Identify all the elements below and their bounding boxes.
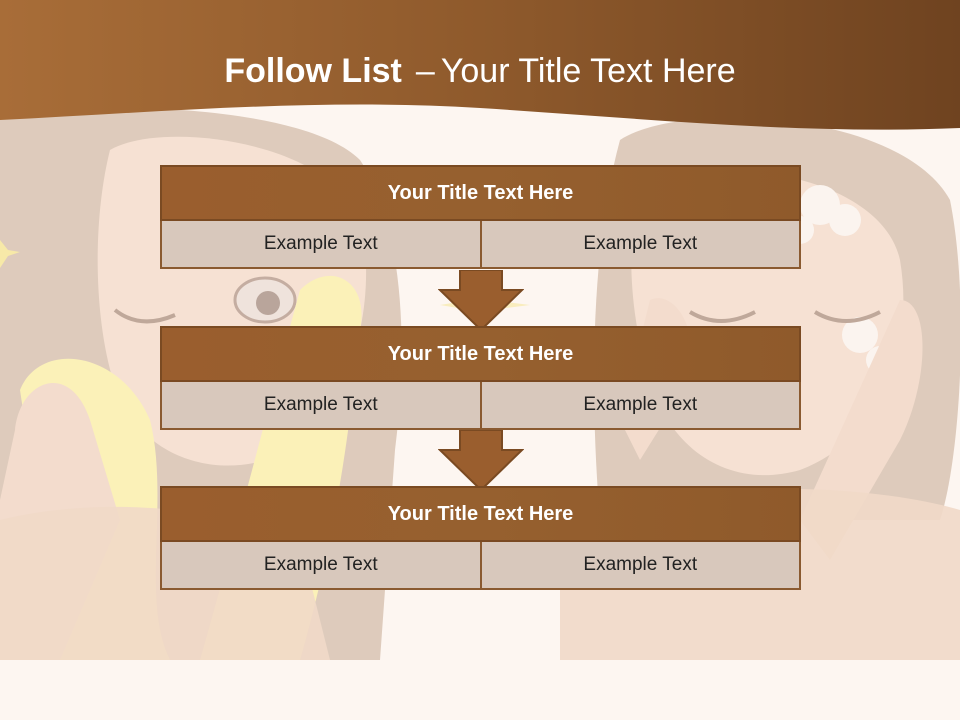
list-block-2: Your Title Text Here Example Text Exampl… (160, 326, 801, 430)
down-arrow-icon (438, 430, 524, 492)
block-title: Your Title Text Here (160, 486, 801, 542)
block-row: Example Text Example Text (160, 221, 801, 269)
block-cell-right: Example Text (479, 542, 801, 590)
list-block-1: Your Title Text Here Example Text Exampl… (160, 165, 801, 269)
page-title-sub: Your Title Text Here (440, 52, 736, 90)
header-banner (0, 0, 960, 130)
page-title: Follow List–Your Title Text Here (0, 52, 960, 91)
footer-band (0, 662, 960, 720)
block-row: Example Text Example Text (160, 542, 801, 590)
list-block-3: Your Title Text Here Example Text Exampl… (160, 486, 801, 590)
block-cell-left: Example Text (160, 221, 482, 269)
block-row: Example Text Example Text (160, 382, 801, 430)
down-arrow-icon (438, 270, 524, 332)
block-cell-left: Example Text (160, 542, 482, 590)
page-title-main: Follow List (224, 52, 402, 90)
block-cell-right: Example Text (479, 221, 801, 269)
page-title-separator: – (415, 52, 435, 90)
block-title: Your Title Text Here (160, 326, 801, 382)
block-cell-right: Example Text (479, 382, 801, 430)
block-title: Your Title Text Here (160, 165, 801, 221)
block-cell-left: Example Text (160, 382, 482, 430)
